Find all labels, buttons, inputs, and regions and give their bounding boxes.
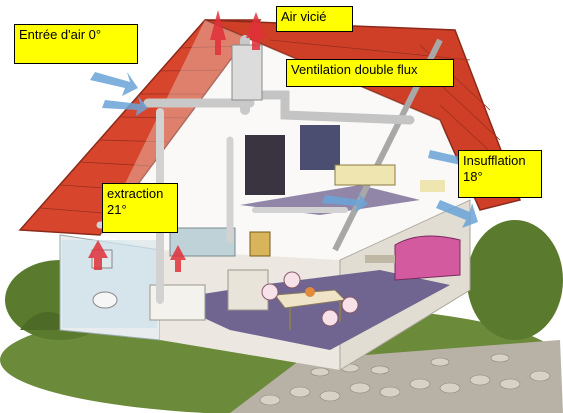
extraction-label: extraction 21° — [102, 183, 178, 233]
ventilation-label: Ventilation double flux — [286, 59, 454, 87]
air-vicie-label: Air vicié — [276, 6, 353, 32]
insufflation-label: Insufflation 18° — [458, 150, 542, 198]
entree-air-label: Entrée d'air 0° — [14, 24, 138, 64]
